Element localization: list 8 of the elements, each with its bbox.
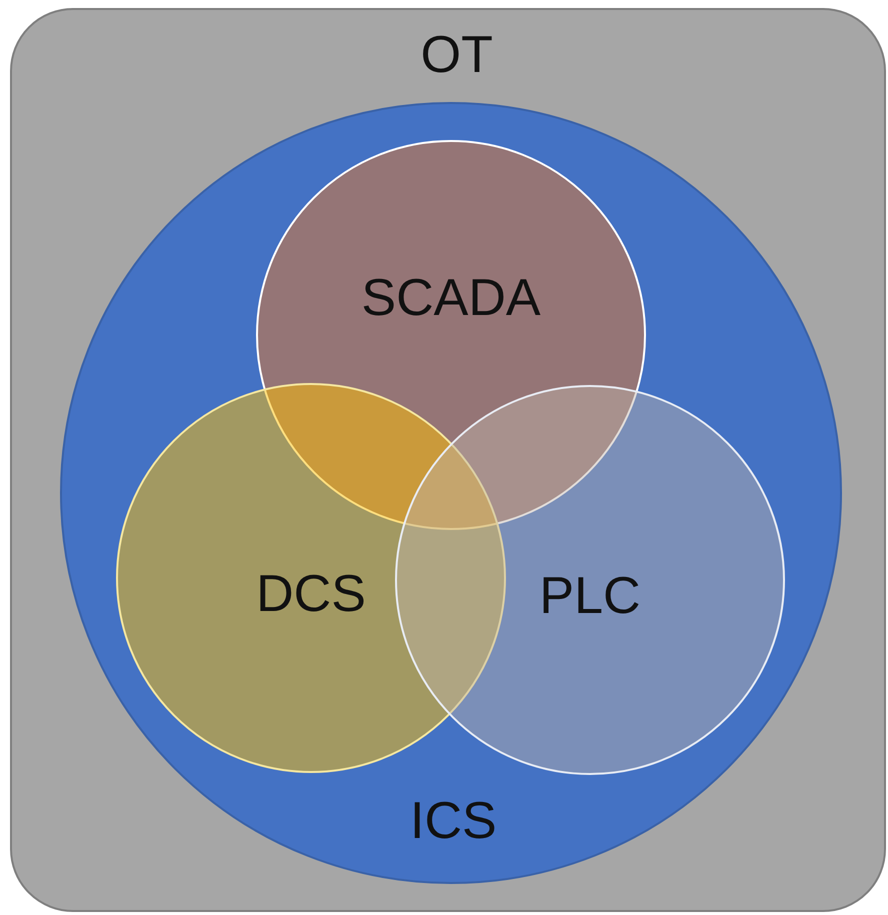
circle-label: ICS xyxy=(410,795,497,848)
circle-label: DCS xyxy=(256,568,366,620)
outer-panel xyxy=(10,8,886,912)
circle-label: SCADA xyxy=(361,272,541,324)
circle-label: OT xyxy=(420,29,493,81)
circle-label: PLC xyxy=(539,570,641,622)
venn-circle xyxy=(60,102,842,884)
venn-circle xyxy=(395,385,785,775)
